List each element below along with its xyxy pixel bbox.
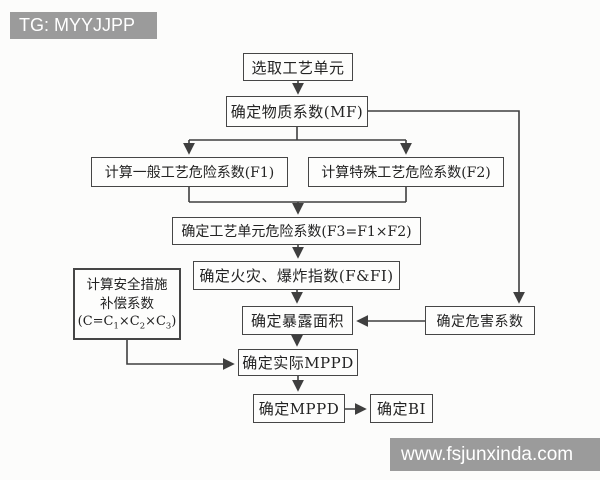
node-exposure-area: 确定暴露面积 (242, 306, 353, 335)
node-fire-explosion-index: 确定火灾、爆炸指数(F&FI) (193, 261, 400, 290)
node-label: 确定危害系数 (436, 313, 524, 330)
node-select-process-unit: 选取工艺单元 (243, 53, 353, 81)
node-label: 计算一般工艺危险系数(F1) (104, 165, 275, 181)
node-material-factor: 确定物质系数(MF) (226, 96, 368, 127)
node-actual-mppd: 确定实际MPPD (238, 349, 358, 376)
node-label: 确定MPPD (258, 400, 340, 418)
edge-comp-to-actual (126, 340, 235, 370)
node-general-process-hazard-f1: 计算一般工艺危险系数(F1) (91, 157, 288, 187)
node-label-line1: 计算安全措施 (86, 277, 168, 294)
node-label-line2: 补偿系数 (100, 295, 154, 312)
node-label: 确定暴露面积 (250, 312, 344, 330)
node-label: 确定物质系数(MF) (230, 103, 364, 121)
node-bi: 确定BI (370, 394, 433, 423)
node-label: 计算特殊工艺危险系数(F2) (321, 165, 491, 181)
edge-mf-split (188, 127, 407, 203)
node-label: 确定火灾、爆炸指数(F&FI) (199, 267, 394, 285)
node-damage-factor: 确定危害系数 (425, 306, 535, 335)
node-unit-hazard-f3: 确定工艺单元危险系数(F3=F1×F2) (172, 217, 421, 245)
node-label: 确定实际MPPD (242, 354, 354, 372)
node-safety-compensation-factor: 计算安全措施 补偿系数 (C=C1×C2×C3) (73, 268, 181, 340)
watermark-bottom-right: www.fsjunxinda.com (390, 438, 600, 471)
node-label: 确定工艺单元危险系数(F3=F1×F2) (181, 224, 412, 240)
node-special-process-hazard-f2: 计算特殊工艺危险系数(F2) (308, 157, 504, 187)
edge-mf-to-damage (368, 110, 525, 304)
node-mppd: 确定MPPD (253, 394, 345, 423)
watermark-top-left: TG: MYYJJPP (10, 12, 157, 39)
watermark-top-left-text: TG: MYYJJPP (19, 15, 136, 35)
node-label: 选取工艺单元 (251, 58, 345, 77)
node-label-formula: (C=C1×C2×C3) (77, 313, 177, 331)
watermark-bottom-right-text: www.fsjunxinda.com (401, 443, 574, 465)
node-label: 确定BI (377, 400, 426, 418)
